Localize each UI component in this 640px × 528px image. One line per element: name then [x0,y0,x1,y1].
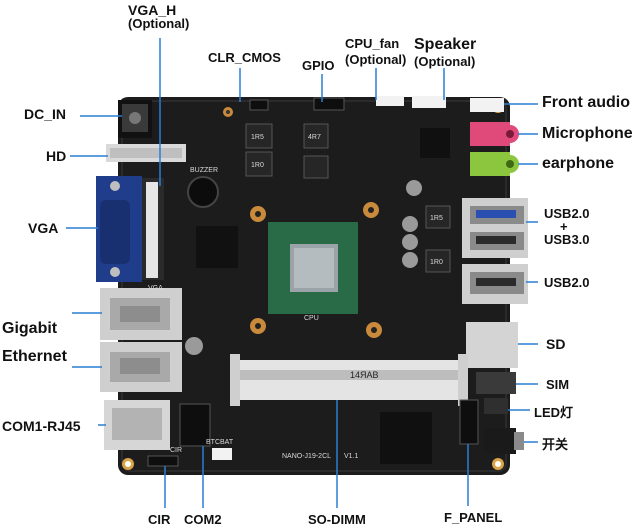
silk-r5: 1R0 [430,259,443,266]
silk-r3: 4R7 [308,134,321,141]
label-com1-rj45: COM1-RJ45 [2,418,81,434]
com2-header [179,403,211,447]
sd-slot [466,322,518,368]
so-dimm-slot [230,354,468,406]
buzzer [187,176,219,208]
label-dc-in: DC_IN [24,106,67,122]
usb-stack-port [462,198,528,258]
sim-slot [476,372,516,394]
label-hd: HD [46,148,67,164]
battery-header [212,448,232,460]
hd-connector [106,144,186,162]
silk-r4: 1R5 [430,215,443,222]
silk-dimm: 14ЯАВ [350,370,379,380]
silk-vga: VGA [148,285,163,292]
vga-port [96,176,164,282]
chipset [196,226,238,268]
clr-cmos-header [249,99,269,111]
ethernet-port-1 [100,288,182,340]
label-clr-cmos: CLR_CMOS [208,50,281,65]
capacitors [185,180,422,355]
mounting-holes [122,101,504,470]
dc-in-connector [118,100,152,138]
vga-h-header [146,182,158,278]
earphone-jack [470,152,519,176]
cpu-fan-header [376,96,404,106]
label-com2: COM2 [184,512,222,527]
label-led: LED灯 [534,405,574,420]
cir-header [147,455,179,467]
label-cpu-fan: CPU_fan [345,36,400,51]
silk-r2: 1R0 [251,162,264,169]
silk-btc: BTCBAT [206,439,234,446]
microphone-jack [470,122,519,146]
label-microphone: Microphone [542,125,633,142]
label-front-audio: Front audio [542,94,630,111]
cpu-chip [268,222,358,314]
silk-buzzer: BUZZER [190,167,218,174]
label-vga-h-note: (Optional) [128,16,190,31]
gpio-header [313,97,345,111]
label-vga-h: VGA_H [128,2,177,18]
label-vga: VGA [28,220,59,236]
f-panel-header [459,399,479,445]
label-cpu-fan-note: (Optional) [345,52,407,67]
front-audio-header [470,98,504,112]
label-so-dimm: SO-DIMM [308,512,366,527]
bios-chip [420,128,450,158]
label-usb-lower: USB2.0 [544,275,590,290]
leader-lines [66,38,538,508]
silk-cpu: CPU [304,315,319,322]
label-earphone: earphone [542,155,615,172]
speaker-header [412,96,446,108]
silk-model: NANO-J19-2CL [282,453,331,460]
controller-chip [380,412,432,464]
inductors [245,123,451,273]
silk-r1: 1R5 [251,134,264,141]
label-speaker: Speaker [414,36,477,53]
label-usb-plus: + [560,219,568,234]
label-gpio: GPIO [302,58,335,73]
label-ethernet: Ethernet [2,348,67,365]
label-cir: CIR [148,512,171,527]
usb-lower-port [462,264,528,304]
led-header [484,398,508,414]
silk-version: V1.1 [344,453,359,460]
label-sd: SD [546,336,566,352]
label-speaker-note: (Optional) [414,54,476,69]
label-usb-stack: USB2.0 [544,206,590,221]
label-power-switch: 开关 [542,437,569,452]
com1-rj45-port [104,400,170,450]
label-sim: SIM [546,377,570,392]
label-usb3: USB3.0 [544,232,590,247]
label-f-panel: F_PANEL [444,510,503,525]
ethernet-port-2 [100,342,182,392]
power-switch [484,428,524,454]
label-gigabit: Gigabit [2,320,58,337]
silk-cir: CIR [170,447,182,454]
